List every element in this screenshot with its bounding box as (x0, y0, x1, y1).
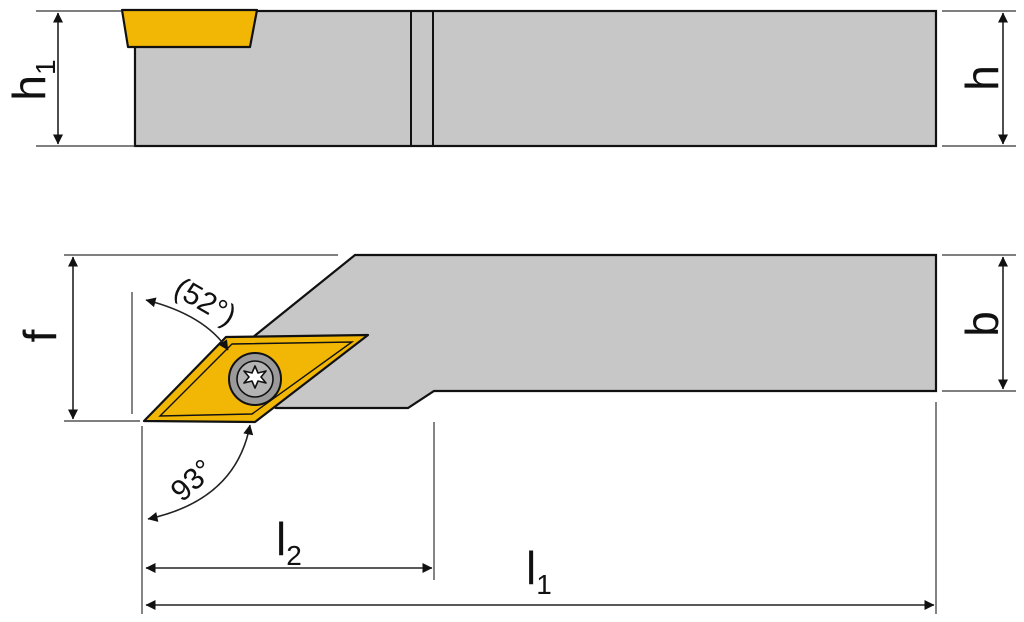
dimension-l2: l2 (145, 513, 433, 573)
label-angle-52: (52°) (169, 271, 242, 332)
label-f: f (14, 329, 66, 342)
torx-screw-icon (228, 352, 282, 406)
side-view-shank (133, 9, 938, 148)
label-l2: l2 (276, 513, 302, 571)
insert-face (158, 341, 355, 417)
label-l1: l1 (526, 542, 552, 600)
label-b: b (956, 311, 1008, 337)
angle-cut: 93° (147, 424, 254, 522)
dimension-b: b (942, 254, 1016, 392)
label-angle-93: 93° (165, 453, 221, 508)
top-view (142, 253, 938, 424)
side-view (120, 8, 938, 148)
label-h1: h1 (3, 59, 61, 100)
dimension-h1: h1 (3, 10, 135, 147)
side-view-insert (120, 8, 259, 49)
label-h: h (956, 65, 1008, 91)
dimension-f: f (14, 254, 338, 422)
dimension-l1: l1 (145, 542, 935, 610)
dimension-h: h (942, 10, 1016, 147)
top-view-shank (218, 253, 938, 410)
